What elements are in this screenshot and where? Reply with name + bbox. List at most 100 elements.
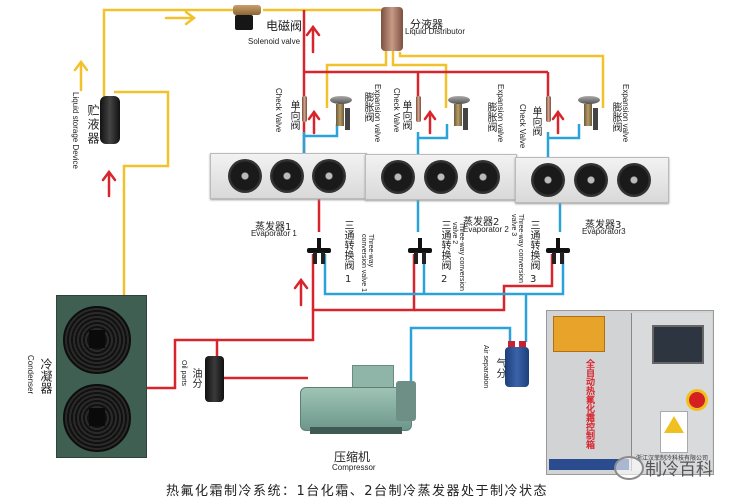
liquid-line-condenser-to-receiver xyxy=(114,90,170,296)
equalizer-2 xyxy=(416,124,449,140)
expansion-valve-3-label-cn: 膨胀阀 xyxy=(610,102,621,132)
compressor xyxy=(300,365,424,437)
check-valve-1 xyxy=(302,96,307,122)
flow-arrow-liquid-up xyxy=(73,59,89,92)
three-way-valve-3-number: 3 xyxy=(530,274,537,285)
flow-arrow-cv2 xyxy=(423,109,437,135)
condenser xyxy=(56,295,147,458)
air-separator xyxy=(505,341,529,387)
evaporator-1-label-en: Evaporator 1 xyxy=(251,229,297,238)
watermark: 制冷百科 xyxy=(645,460,713,480)
three-way-valve-2 xyxy=(408,238,432,264)
air-separator-label-en: Air separation xyxy=(482,345,489,389)
expansion-valve-3-label-en: Expansion valve xyxy=(621,84,630,143)
flow-arrow-cv3 xyxy=(551,109,565,135)
oil-separator-label-en: Oil parts xyxy=(180,360,187,387)
fan-icon xyxy=(424,160,458,194)
three-way-valve-1-number: 1 xyxy=(345,274,352,285)
liquid-line-dist-3 xyxy=(398,52,605,108)
evaporator-2 xyxy=(365,154,517,200)
expansion-valve-1 xyxy=(326,96,352,132)
three-way-valve-2-label-en: Three-way conversion valve 2 xyxy=(451,222,465,291)
hot-gas-from-oilsep xyxy=(145,338,219,390)
three-way-valve-1-label-en: Three-way conversion valve 1 xyxy=(360,234,374,292)
hot-gas-riser xyxy=(217,254,416,342)
liquid-receiver-label-cn: 贮液器 xyxy=(86,104,100,146)
check-valve-2-label-cn: 单向阀 xyxy=(400,100,411,130)
electric-shock-warning-icon xyxy=(660,411,688,453)
liquid-distributor-label-en: Liquid Distributor xyxy=(405,27,466,36)
evaporator-1-label-cn: 蒸发器1 xyxy=(255,222,292,233)
fan-icon xyxy=(617,163,651,197)
check-valve-1-label-en: Check Valve xyxy=(274,88,283,133)
evaporator-2-label-en: Evaporator 2 xyxy=(463,225,509,234)
solenoid-valve-label-en: Solenoid valve xyxy=(248,37,301,46)
expansion-valve-3 xyxy=(574,96,600,132)
evaporator-3 xyxy=(515,157,669,203)
fan-icon xyxy=(381,160,415,194)
evaporator-2-label-cn: 蒸发器2 xyxy=(463,217,500,228)
diagram-caption: 热氟化霜制冷系统：1台化霜、2台制冷蒸发器处于制冷状态 xyxy=(166,484,549,499)
check-valve-2-label-en: Check Valve xyxy=(392,88,401,133)
emergency-stop-button xyxy=(686,389,708,411)
liquid-line-dist-1 xyxy=(325,50,388,108)
expansion-valve-1-label-cn: 膨胀阀 xyxy=(362,92,373,122)
compressor-label-cn: 压缩机 xyxy=(334,450,371,464)
flow-arrow-hotgas-up-top xyxy=(305,24,321,54)
three-way-valve-1 xyxy=(307,238,331,264)
solenoid-valve xyxy=(233,5,263,31)
compressor-label-en: Compressor xyxy=(332,463,376,472)
evaporator-3-label-en: Evaporator3 xyxy=(582,227,626,236)
liquid-line-dist-2 xyxy=(391,50,448,108)
control-panel-name: 全自动热氟化霜控制箱 xyxy=(584,359,594,449)
evaporator-3-label-cn: 蒸发器3 xyxy=(585,220,622,231)
flow-arrow-hotgas-to-valve1 xyxy=(293,277,309,307)
liquid-receiver-label-en: Liquid storage Device xyxy=(71,92,80,169)
oil-separator-label-cn: 油分 xyxy=(190,368,201,388)
panel-door: 浙江汉菲制冷科技有限公司 xyxy=(631,313,712,471)
evaporator-1 xyxy=(210,153,367,199)
expansion-valve-2 xyxy=(444,96,470,132)
fan-icon xyxy=(574,163,608,197)
suction-header xyxy=(323,254,565,296)
fan-icon xyxy=(63,306,131,374)
liquid-line-top xyxy=(102,8,233,98)
check-valve-3 xyxy=(546,96,551,122)
equalizer-3 xyxy=(546,124,581,140)
three-way-valve-1-label-cn: 三通转换阀 xyxy=(342,220,353,270)
wechat-icon xyxy=(614,456,644,480)
flow-arrow-cv1 xyxy=(307,109,321,135)
touch-screen xyxy=(652,325,704,364)
liquid-distributor-label-cn: 分液器 xyxy=(410,18,443,31)
three-way-valve-3 xyxy=(546,238,570,264)
check-valve-3-label-en: Check Valve xyxy=(518,104,527,149)
hot-gas-to-valve3 xyxy=(414,254,554,312)
three-way-valve-2-number: 2 xyxy=(441,274,448,285)
liquid-distributor xyxy=(381,7,403,51)
flow-arrow-liquid-right xyxy=(164,10,197,26)
fan-icon xyxy=(270,159,304,193)
defrost-control-panel: 全自动热氟化霜控制箱 浙江汉菲制冷科技有限公司 xyxy=(546,310,714,475)
fan-icon xyxy=(63,384,131,452)
condenser-label-en: Condenser xyxy=(26,355,35,395)
fan-icon xyxy=(531,163,565,197)
fan-icon xyxy=(228,159,262,193)
suction-airsep-to-comp xyxy=(409,326,512,384)
expansion-valve-2-label-en: Expansion valve xyxy=(496,84,505,143)
panel-company-name: 浙江汉菲制冷科技有限公司 xyxy=(636,455,709,462)
panel-strip xyxy=(549,459,629,470)
three-way-valve-3-label-en: Three-way conversion valve 3 xyxy=(510,214,524,283)
fan-icon xyxy=(312,159,346,193)
expansion-valve-2-label-cn: 膨胀阀 xyxy=(485,102,496,132)
solenoid-valve-label-cn: 电磁阀 xyxy=(266,19,303,33)
fan-icon xyxy=(466,160,500,194)
flow-arrow-hotgas-up-left xyxy=(101,169,117,198)
three-way-valve-2-label-cn: 三通转换阀 xyxy=(439,220,450,270)
air-separator-label-cn: 气分 xyxy=(494,358,505,378)
check-valve-1-label-cn: 单向阀 xyxy=(288,100,299,130)
check-valve-3-label-cn: 单向阀 xyxy=(530,106,541,136)
oil-separator xyxy=(205,356,224,402)
three-way-valve-3-label-cn: 三通转换阀 xyxy=(528,220,539,270)
warning-label xyxy=(553,316,605,352)
expansion-valve-1-label-en: Expansion valve xyxy=(373,84,382,143)
